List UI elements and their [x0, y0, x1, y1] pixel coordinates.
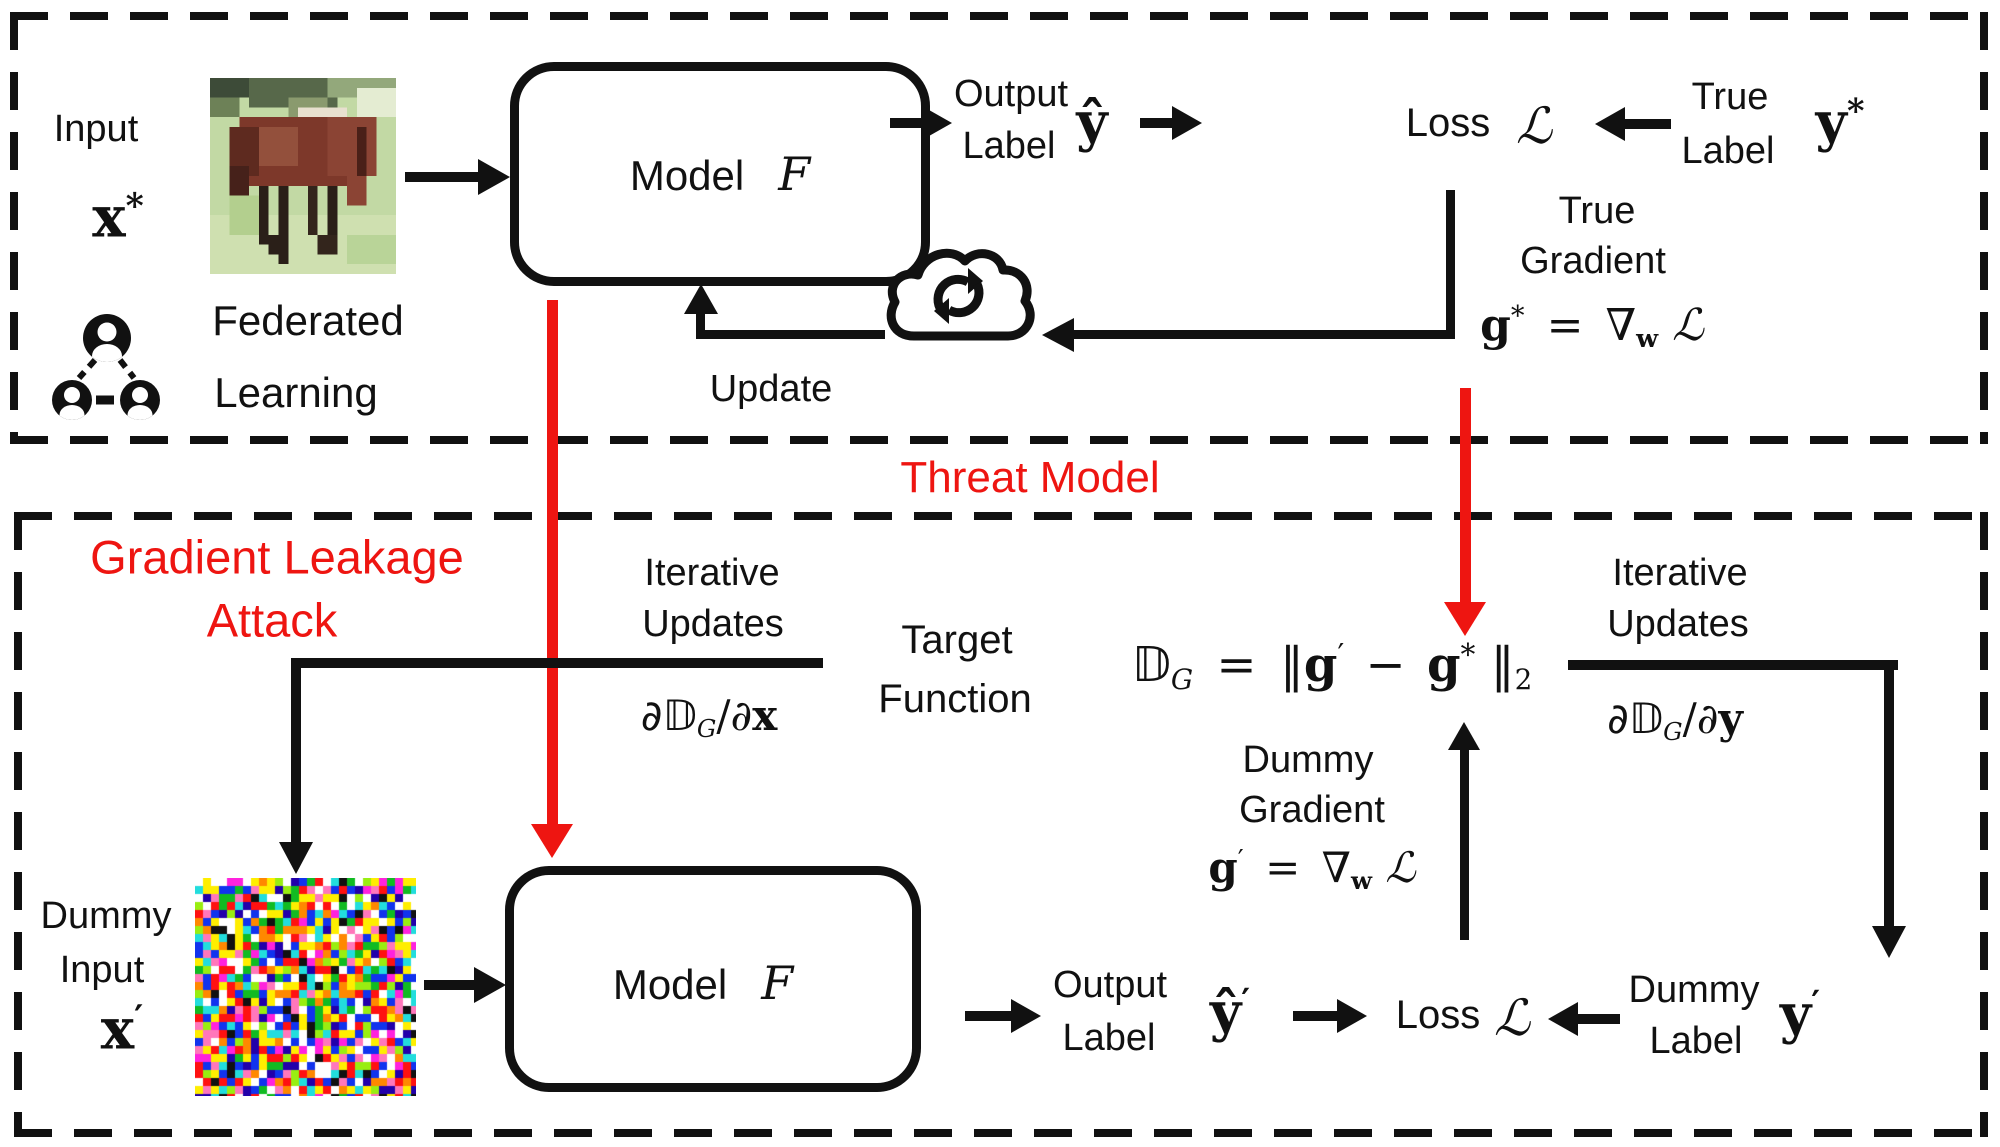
threat-model-label: Threat Model	[900, 452, 1160, 502]
output-label-line2: Label	[962, 125, 1056, 168]
arrow-output2-to-loss-head	[1337, 999, 1367, 1033]
cloud-sync-icon	[886, 248, 1035, 341]
dummy-label-line1: Dummy	[1628, 969, 1760, 1012]
iter-y-formula: ∂𝔻G/∂y	[1607, 693, 1743, 746]
update-path-vertical	[696, 312, 705, 339]
bottom-box-border-right	[1980, 512, 1988, 1137]
bottom-box-border-top	[14, 512, 1980, 520]
input-label: Input	[53, 108, 139, 151]
true-label-symbol: y*	[1815, 89, 1865, 154]
arrow-output2-to-loss	[1293, 1011, 1341, 1021]
true-gradient-line1: True	[1558, 190, 1636, 233]
red-arrow-gradient-head	[1444, 602, 1486, 636]
output2-label-line1: Output	[1052, 964, 1168, 1007]
arrow-model-to-output	[890, 118, 926, 128]
top-box-border-right	[1980, 12, 1988, 444]
arrow-dummylabel-to-loss-head	[1548, 1002, 1578, 1036]
output-symbol: ŷ	[1076, 89, 1108, 154]
dummy-label-line2: Label	[1649, 1020, 1743, 1063]
output2-label-line2: Label	[1062, 1017, 1156, 1060]
arrow-dummy-to-model-head	[474, 967, 506, 1003]
dummy-label-symbol: y′	[1779, 981, 1821, 1046]
dummy-input-symbol: x′	[100, 996, 144, 1063]
federated-people-icon	[52, 314, 160, 420]
arrow-truelabel-to-loss	[1623, 119, 1671, 129]
attack-title-line2: Attack	[206, 593, 338, 647]
iter-x-formula: ∂𝔻G/∂x	[640, 690, 778, 743]
dummy-noise-image	[195, 878, 416, 1096]
gradient-path-vertical	[1446, 190, 1455, 339]
iter-y-path-horizontal	[1568, 660, 1898, 670]
top-box-border-left	[10, 12, 18, 444]
arrow-truelabel-to-loss-head	[1595, 107, 1625, 141]
dummy-input-line1: Dummy	[40, 895, 172, 938]
iter-y-line2: Updates	[1607, 603, 1749, 646]
top-box-border-bottom	[10, 436, 1988, 444]
iter-y-line1: Iterative	[1612, 552, 1748, 595]
arrow-dummy-to-model	[424, 980, 478, 990]
arrow-input-to-model	[405, 172, 482, 182]
output-label-line1: Output	[953, 73, 1069, 116]
arrow-model-to-output-head	[922, 106, 952, 140]
iter-x-path-horizontal	[291, 658, 823, 668]
update-path-head	[684, 284, 718, 314]
update-path-horizontal	[697, 330, 885, 339]
iter-x-line1: Iterative	[644, 552, 780, 595]
loss-label-bottom: Loss	[1395, 993, 1481, 1037]
input-symbol: x*	[92, 184, 144, 251]
arrow-input-to-model-head	[478, 159, 510, 195]
iter-y-path-head	[1872, 926, 1906, 958]
bottom-box-border-bottom	[14, 1129, 1980, 1137]
arrow-model2-to-output-head	[1011, 999, 1041, 1033]
iter-x-line2: Updates	[642, 603, 784, 646]
true-label-line1: True	[1691, 76, 1769, 119]
arrow-loss-to-equation-shaft	[1460, 748, 1469, 940]
true-label-line2: Label	[1681, 130, 1775, 173]
dummy-input-line2: Input	[59, 949, 145, 992]
output2-symbol: ŷ′	[1209, 979, 1251, 1044]
red-arrow-model-shaft	[547, 300, 558, 826]
arrow-output-to-loss	[1140, 118, 1176, 128]
dummy-gradient-line1: Dummy	[1242, 739, 1374, 782]
target-function-line2: Function	[878, 677, 1032, 721]
loss-symbol-top: ℒ	[1515, 96, 1553, 155]
federated-label-line2: Learning	[214, 368, 378, 416]
federated-label-line1: Federated	[212, 296, 404, 344]
gradient-path-head	[1042, 318, 1074, 352]
iter-y-path-vertical	[1884, 660, 1894, 928]
gradient-path-horizontal	[1074, 330, 1455, 339]
horse-input-image	[209, 78, 397, 274]
arrow-output-to-loss-head	[1172, 106, 1202, 140]
model-box-bottom	[505, 866, 921, 1092]
true-gradient-line2: Gradient	[1520, 240, 1666, 283]
true-gradient-formula: g* = ∇w ℒ	[1480, 299, 1704, 355]
attack-title-line1: Gradient Leakage	[90, 530, 464, 584]
top-box-border-top	[10, 12, 1988, 20]
iter-x-path-vertical	[291, 658, 301, 844]
model-box-top	[510, 62, 930, 286]
gradient-distance-equation: 𝔻G = ‖g′ − g* ‖2	[1131, 636, 1533, 696]
target-function-line1: Target	[901, 618, 1013, 662]
loss-label-top: Loss	[1405, 101, 1491, 145]
update-label: Update	[709, 368, 833, 411]
red-arrow-model-head	[531, 824, 573, 858]
arrow-dummylabel-to-loss	[1576, 1014, 1620, 1024]
bottom-box-border-left	[14, 512, 22, 1137]
arrow-model2-to-output	[965, 1011, 1015, 1021]
arrow-loss-to-equation-head	[1448, 722, 1480, 750]
dummy-gradient-line2: Gradient	[1239, 789, 1385, 832]
loss-symbol-bottom: ℒ	[1493, 988, 1531, 1047]
red-arrow-gradient-shaft	[1460, 388, 1471, 604]
dummy-gradient-formula: g′ = ∇w ℒ	[1208, 842, 1416, 895]
iter-x-path-head	[279, 842, 313, 874]
